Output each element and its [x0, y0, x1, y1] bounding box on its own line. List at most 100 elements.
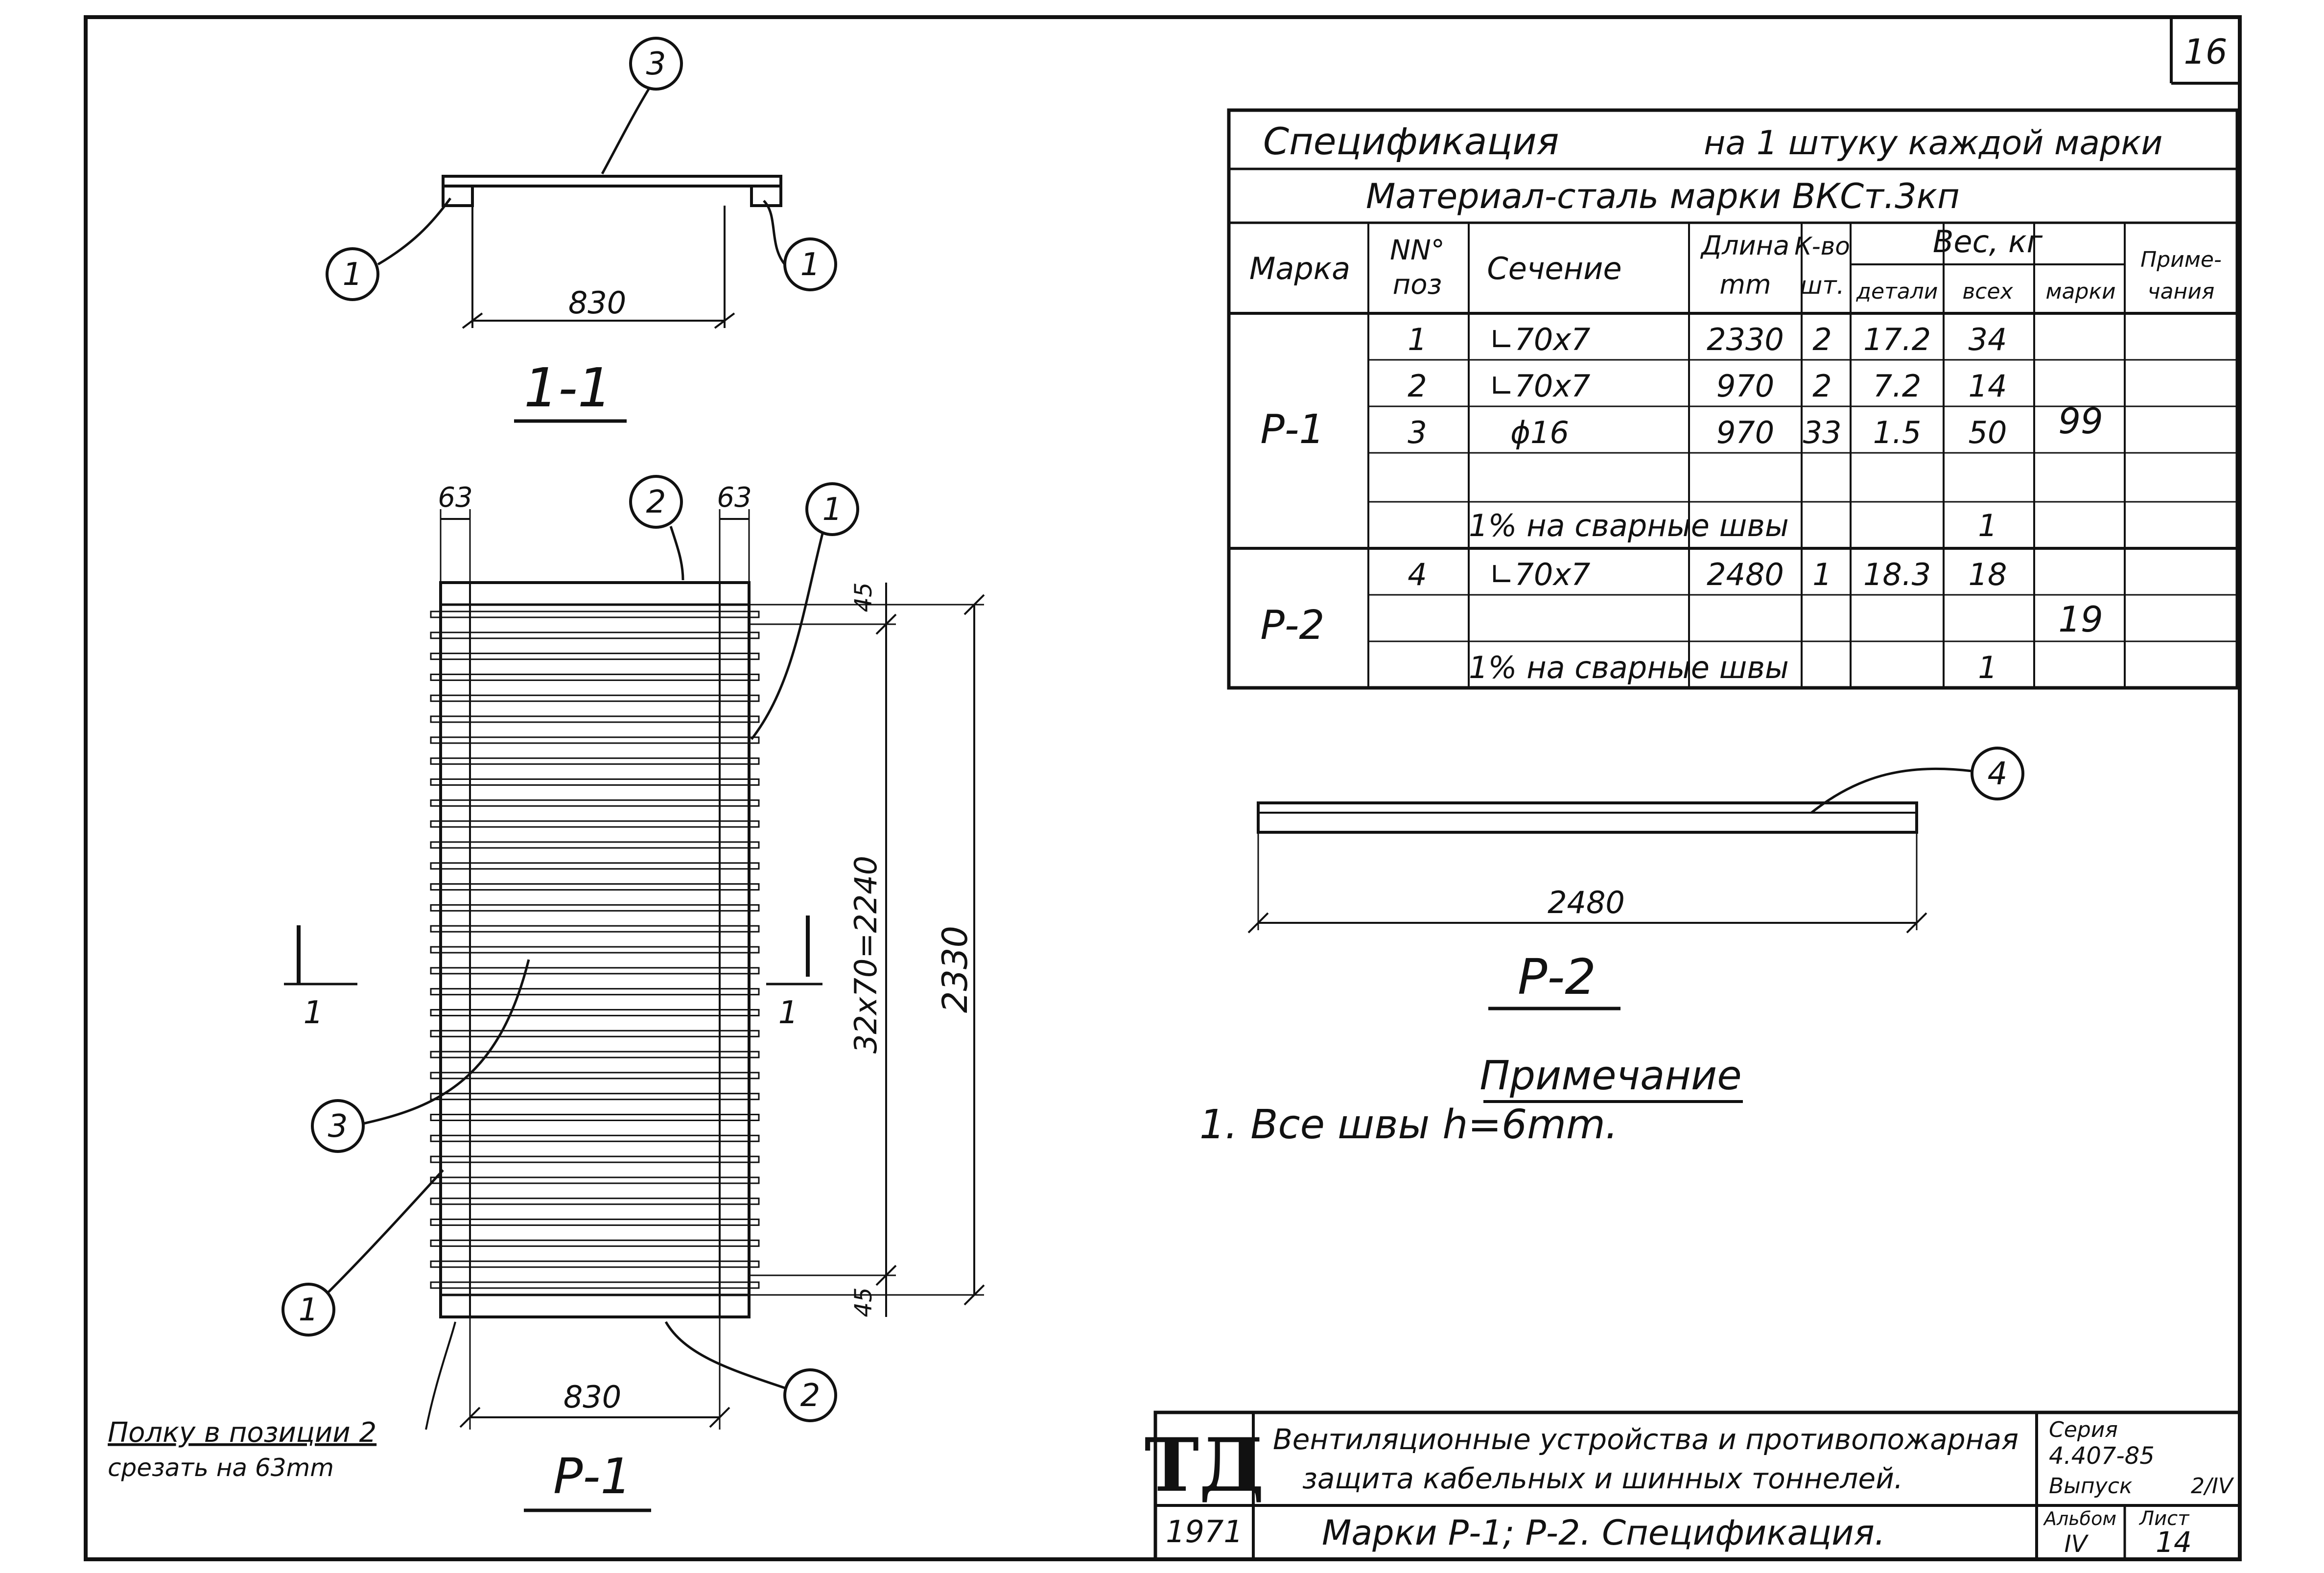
callout-1-plan-bottom [282, 1283, 335, 1337]
section-title: 1-1 [524, 356, 612, 419]
frame-border [84, 15, 2242, 1561]
title-desc-2: защита кабельных и шинных тоннелей. [1302, 1462, 1903, 1495]
issue-label: Выпуск [2049, 1474, 2133, 1499]
cell-weight-part: 7.2 [1873, 368, 1922, 404]
callout-2-top-label: 2 [646, 484, 666, 520]
rod [430, 653, 760, 660]
issue-value: 2/IV [2191, 1474, 2234, 1499]
cell-weight-all: 14 [1969, 368, 2007, 404]
series-label: Серия [2049, 1417, 2118, 1442]
rod [430, 1197, 760, 1205]
callout-1-right-label: 1 [800, 247, 821, 283]
cell-length: 970 [1716, 415, 1774, 450]
svg-text:1: 1 [304, 995, 324, 1031]
callout-1-plan-top [805, 482, 859, 536]
list-label: Лист [2138, 1507, 2190, 1530]
weld-value-p2: 1 [1978, 650, 1997, 685]
col-header-length-1: Длина [1700, 230, 1789, 261]
title-block: ТД Вентиляционные устройства и противопо… [1145, 1410, 2242, 1561]
rod [430, 1051, 760, 1058]
col-header-pos-2: поз [1393, 269, 1442, 301]
cut-marker-left: 1 [284, 925, 357, 1031]
p2-angle [1257, 801, 1918, 834]
col-header-mark: Марка [1249, 251, 1350, 286]
cell-qty: 1 [1812, 557, 1831, 592]
rod [430, 967, 760, 975]
col-header-weight: Вес, кг [1933, 224, 2043, 259]
rod [430, 904, 760, 912]
cell-weight-all: 18 [1969, 557, 2007, 592]
shelf-note-line2: срезать на 63mm [108, 1454, 334, 1482]
rod [430, 946, 760, 954]
cell-weight-part: 18.3 [1863, 557, 1931, 592]
col-header-section: Сечение [1487, 251, 1621, 286]
cell-section: ∟70x7 [1489, 557, 1591, 592]
rod [430, 1219, 760, 1226]
group-mark-p1: Р-1 [1260, 406, 1324, 453]
top-bar [442, 175, 782, 188]
weld-value-p1: 1 [1978, 508, 1997, 543]
cell-pos: 1 [1408, 322, 1427, 357]
note-item-1: 1. Все швы h=6mm. [1199, 1102, 1618, 1148]
title-block-border [1153, 1410, 2242, 1561]
callout-4-label: 4 [1988, 756, 2008, 792]
p1-title: Р-1 [553, 1448, 632, 1505]
callout-3-top-label: 3 [646, 46, 666, 82]
callout-4 [1971, 747, 2024, 800]
rod [430, 1072, 760, 1080]
p1-edge-bottom: 45 [850, 1287, 877, 1317]
callout-1-left-label: 1 [343, 257, 363, 293]
rod [430, 736, 760, 744]
rod [430, 632, 760, 639]
rod [430, 820, 760, 828]
note-block: Примечание 1. Все швы h=6mm. [1199, 1053, 1743, 1148]
rod [430, 925, 760, 933]
sheet-number-box: 16 [2170, 17, 2240, 85]
rod [430, 610, 760, 618]
rod [430, 715, 760, 723]
cell-length: 2330 [1707, 322, 1784, 357]
callout-3-plan [311, 1099, 365, 1153]
col-header-qty-2: шт. [1800, 271, 1845, 300]
sheet-number: 16 [2183, 32, 2227, 72]
section-width-label: 830 [568, 285, 626, 321]
cell-weight-part: 1.5 [1873, 415, 1922, 450]
col-header-pos-1: NN° [1390, 235, 1445, 266]
col-header-notes-1: Приме- [2140, 247, 2222, 272]
rod [430, 1281, 760, 1289]
col-header-length-2: mm [1719, 269, 1771, 300]
p1-width-label: 830 [563, 1379, 621, 1415]
group-total-p1: 99 [2058, 400, 2103, 442]
p1-plan-view: 63 63 45 45 32x70=2240 2330 830 2 1 3 1 [108, 475, 985, 1512]
callout-2-top [629, 475, 683, 529]
rod [430, 841, 760, 849]
section-1-1-view: 830 3 1 1 1-1 [326, 37, 837, 423]
cell-qty: 33 [1803, 415, 1842, 450]
rod [430, 1176, 760, 1184]
shelf-note-line1: Полку в позиции 2 [108, 1417, 376, 1449]
callout-2-bottom [783, 1368, 837, 1422]
title-sheet-title: Марки Р-1; Р-2. Спецификация. [1322, 1513, 1885, 1553]
group-total-p2: 19 [2058, 599, 2103, 640]
rod [430, 1114, 760, 1121]
callout-1-plan-top-label: 1 [822, 492, 843, 528]
callout-1-plan-bottom-label: 1 [299, 1292, 319, 1328]
album-label: Альбом [2042, 1508, 2116, 1529]
title-year: 1971 [1166, 1514, 1243, 1550]
rod [430, 1239, 760, 1247]
spec-subtitle: на 1 штуку каждой марки [1704, 124, 2162, 163]
callout-3-top [629, 37, 683, 91]
spec-table: Спецификация на 1 штуку каждой марки Мат… [1227, 108, 2239, 690]
cell-pos: 3 [1408, 415, 1427, 450]
cell-pos: 2 [1408, 368, 1427, 404]
series-value: 4.407-85 [2049, 1442, 2155, 1470]
col-header-weight-all: всех [1962, 279, 2013, 304]
cell-section: ∟70x7 [1489, 322, 1591, 357]
cell-weight-all: 50 [1969, 415, 2007, 450]
callout-2-bottom-label: 2 [800, 1378, 821, 1414]
cell-pos: 4 [1408, 557, 1427, 592]
rod [430, 1260, 760, 1268]
cell-section: ϕ16 [1510, 415, 1569, 450]
col-header-weight-part: детали [1856, 279, 1938, 304]
rod [430, 778, 760, 786]
